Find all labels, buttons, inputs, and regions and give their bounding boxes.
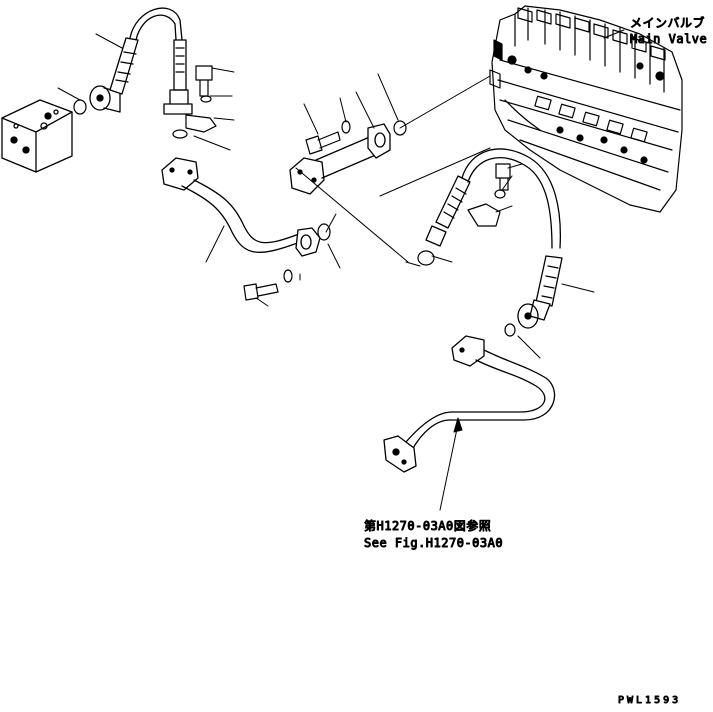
hose-2 <box>425 148 563 329</box>
bolt-3 <box>305 131 341 155</box>
o-ring-6 <box>504 323 516 337</box>
reference-label-jp: 第H1270-03A0図参照 <box>364 518 491 533</box>
hose-1 <box>89 7 193 115</box>
tube-3 <box>383 335 556 473</box>
o-ring-4 <box>393 120 407 136</box>
split-flange-2 <box>467 203 501 227</box>
o-ring-2 <box>172 129 188 139</box>
pilot-block <box>1 99 73 173</box>
main-valve-label-jp: メインバルブ <box>630 15 705 30</box>
o-ring-1 <box>73 99 87 115</box>
washer-3 <box>341 120 351 134</box>
main-valve-label-en: Main Valve <box>630 32 707 46</box>
washer-1 <box>200 95 212 103</box>
washer-2 <box>283 269 293 283</box>
bolt-2 <box>243 283 279 301</box>
tube-1 <box>161 157 321 257</box>
bolt-1 <box>195 65 213 97</box>
split-flange-1 <box>185 114 217 133</box>
washer-4 <box>494 189 506 199</box>
drawing-code: PWL1593 <box>618 695 681 706</box>
tube-2 <box>289 123 391 195</box>
o-ring-5 <box>417 250 435 266</box>
main-valve <box>489 5 683 213</box>
reference-label-en: See Fig.H1270-03A0 <box>364 536 503 550</box>
o-ring-3 <box>317 223 331 241</box>
leader-lines <box>57 29 625 511</box>
